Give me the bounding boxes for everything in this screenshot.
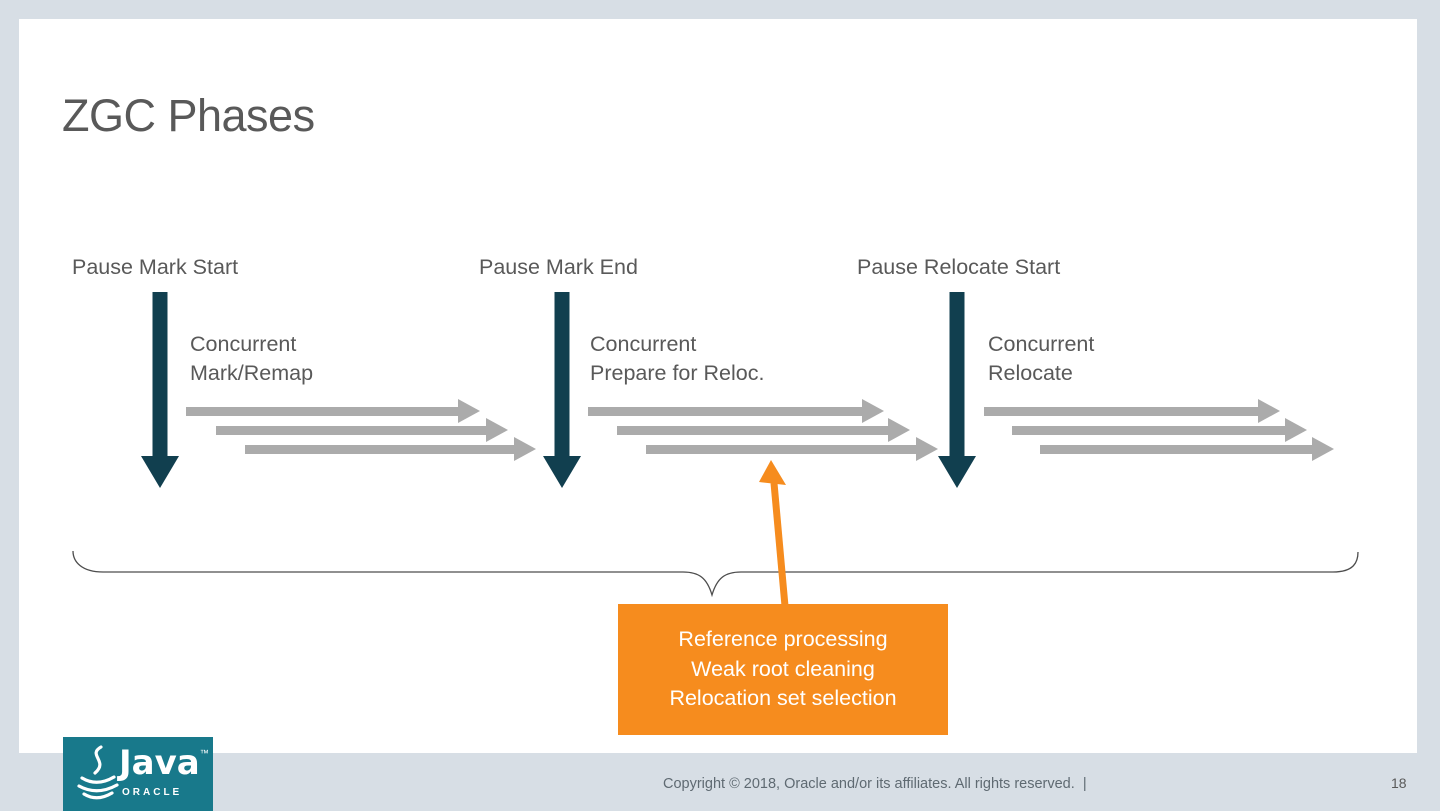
pause-down-arrow-icon (543, 292, 581, 488)
concurrent-mark-remap-label: Concurrent Mark/Remap (190, 330, 313, 388)
page-title: ZGC Phases (62, 90, 315, 141)
callout-arrow-shaft (770, 482, 789, 607)
pause-arrow-shaft (152, 292, 168, 458)
brace (72, 550, 1359, 598)
callout-line3: Relocation set selection (669, 686, 897, 711)
callout-up-arrow-icon (759, 460, 789, 607)
java-cup-line2 (77, 783, 119, 793)
concurrent-arrow (245, 437, 536, 461)
java-cup-icon (77, 745, 119, 800)
brace-curve (72, 550, 1359, 598)
copyright-text: Copyright © 2018, Oracle and/or its affi… (663, 776, 1087, 792)
pause-arrow-head (938, 456, 976, 488)
concurrent-label-line1: Concurrent (988, 332, 1095, 356)
pause-arrow-shaft (554, 292, 570, 458)
pause-mark-end-label: Pause Mark End (479, 255, 638, 279)
java-logo: Java™ ORACLE (63, 737, 213, 811)
pause-arrow-head (141, 456, 179, 488)
concurrent-arrow (617, 418, 910, 442)
concurrent-label-line2: Prepare for Reloc. (590, 361, 765, 385)
pause-down-arrow-icon (938, 292, 976, 488)
concurrent-arrow (216, 418, 508, 442)
concurrent-arrow (1012, 418, 1307, 442)
pause-down-arrow-icon (141, 292, 179, 488)
java-wordmark-row: Java™ (119, 743, 209, 783)
concurrent-label-line1: Concurrent (190, 332, 297, 356)
concurrent-label-line1: Concurrent (590, 332, 697, 356)
java-saucer (82, 791, 114, 800)
concurrent-label-line2: Relocate (988, 361, 1073, 385)
callout-line2: Weak root cleaning (691, 656, 875, 681)
concurrent-arrow (646, 437, 938, 461)
pause-relocate-start-label: Pause Relocate Start (857, 255, 1061, 279)
callout-arrow-head (759, 460, 786, 485)
pause-arrow-shaft (949, 292, 965, 458)
java-wordmark: Java (119, 743, 200, 783)
callout-line1: Reference processing (678, 627, 888, 652)
pause-mark-start-label: Pause Mark Start (72, 255, 239, 279)
oracle-wordmark: ORACLE (122, 787, 183, 798)
page-number: 18 (1391, 775, 1407, 791)
concurrent-label-line2: Mark/Remap (190, 361, 314, 385)
java-steam (93, 745, 103, 775)
concurrent-prepare-reloc-label: Concurrent Prepare for Reloc. (590, 330, 764, 388)
concurrent-relocate-label: Concurrent Relocate (988, 330, 1094, 388)
concurrent-arrow (984, 399, 1280, 423)
concurrent-arrow (186, 399, 480, 423)
callout-box: Reference processing Weak root cleaning … (618, 604, 948, 735)
concurrent-arrow (588, 399, 884, 423)
trademark-symbol: ™ (199, 748, 209, 758)
pause-arrow-head (543, 456, 581, 488)
concurrent-arrow (1040, 437, 1334, 461)
java-cup-line1 (80, 775, 116, 784)
